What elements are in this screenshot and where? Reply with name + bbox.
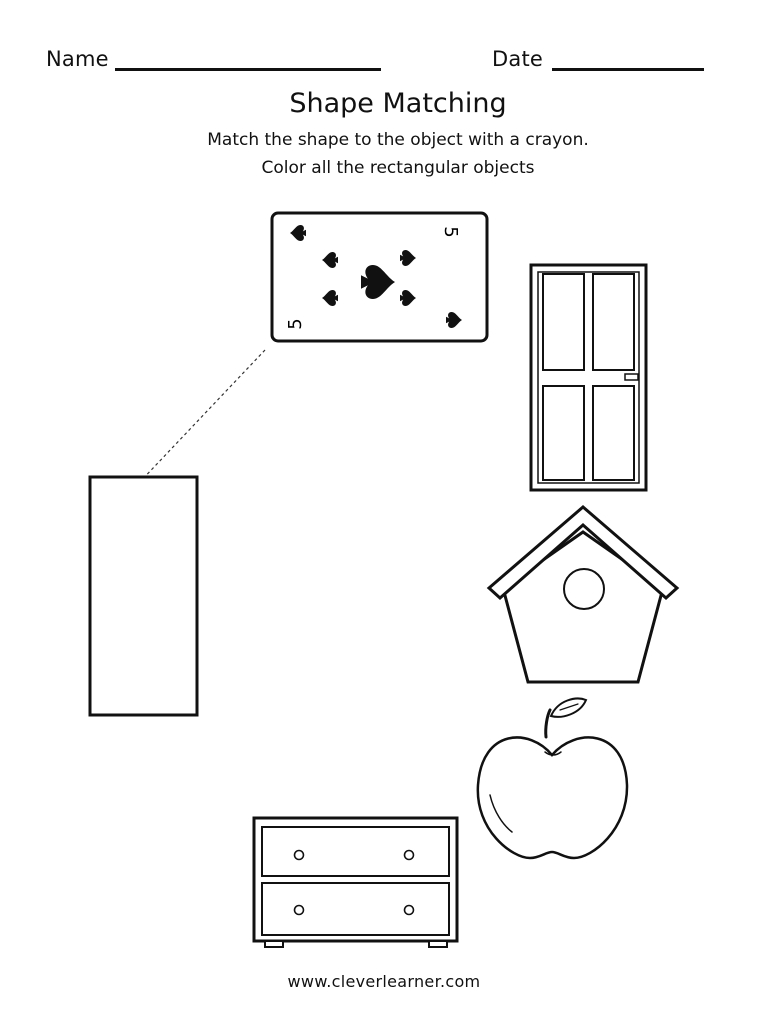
footer-url: www.cleverlearner.com: [287, 972, 481, 991]
name-answer-line[interactable]: [115, 68, 381, 71]
instruction-line-2: Color all the rectangular objects: [261, 158, 535, 178]
birdhouse-illustration[interactable]: [486, 505, 680, 684]
worksheet-title: Shape Matching: [289, 88, 507, 119]
dresser-illustration[interactable]: [252, 816, 459, 948]
name-label: Name: [46, 47, 109, 71]
apple-illustration[interactable]: [476, 697, 629, 860]
rectangle-shape[interactable]: [88, 475, 199, 717]
card-rank-bottom: 5: [285, 318, 306, 329]
door-illustration[interactable]: [529, 263, 648, 492]
dotted-match-line: [136, 349, 266, 486]
playing-card-five-of-spades[interactable]: 5 5: [270, 211, 489, 343]
date-label: Date: [492, 47, 543, 71]
date-answer-line[interactable]: [552, 68, 704, 71]
instruction-line-1: Match the shape to the object with a cra…: [207, 130, 589, 150]
card-rank-top: 5: [440, 226, 461, 237]
